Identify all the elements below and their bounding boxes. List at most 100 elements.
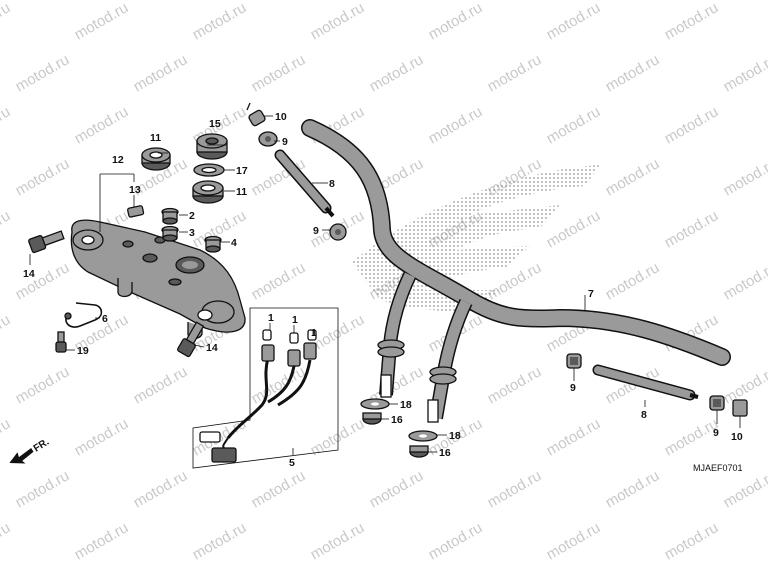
end-cap-10-upper: [246, 102, 266, 127]
harness-box: [192, 307, 339, 469]
watermark-text: motod.ru: [721, 467, 768, 511]
watermark-text: motod.ru: [426, 103, 486, 147]
grommet-3: [161, 225, 179, 242]
callout-labels: 10 9 15 11 17 11 12 13 8 2 3 9 4 14 7 6 …: [23, 111, 743, 469]
callout-1: 1: [311, 327, 317, 339]
callout-18: 18: [449, 430, 461, 442]
watermark-text: motod.ru: [0, 311, 13, 355]
rubber-13: [127, 205, 145, 218]
callout-9: 9: [313, 225, 319, 237]
bearing-11-lower: [192, 180, 224, 204]
watermark-text: motod.ru: [249, 51, 309, 95]
watermark-text: motod.ru: [249, 467, 309, 511]
rubber-9-mid: [329, 223, 347, 241]
callout-1: 1: [268, 312, 274, 324]
callout-12: 12: [112, 154, 124, 166]
washer-17: [193, 163, 225, 177]
watermark-text: motod.ru: [0, 519, 13, 563]
callout-15: 15: [209, 118, 221, 130]
callout-6: 6: [102, 313, 108, 325]
callout-19: 19: [77, 345, 89, 357]
callout-16: 16: [391, 414, 403, 426]
diagram-code: MJAEF0701: [693, 463, 743, 473]
callout-7: 7: [588, 288, 594, 300]
bolt-14-lower: [177, 321, 205, 358]
callout-1: 1: [292, 314, 298, 326]
watermark-text: motod.ru: [0, 0, 13, 43]
watermark-text: motod.ru: [367, 467, 427, 511]
watermark-text: motod.ru: [603, 155, 663, 199]
watermark-text: motod.ru: [0, 207, 13, 251]
watermark-text: motod.ru: [13, 51, 73, 95]
watermark-text: motod.ru: [13, 363, 73, 407]
bearing-11-upper: [141, 147, 171, 171]
callout-18: 18: [400, 399, 412, 411]
callout-3: 3: [189, 227, 195, 239]
front-direction-arrow: FR.: [9, 437, 52, 464]
callout-11: 11: [150, 132, 161, 144]
watermark-text: motod.ru: [721, 259, 768, 303]
callout-5: 5: [289, 457, 295, 469]
grommet-2: [161, 207, 179, 225]
nut-16-right: [409, 445, 429, 458]
watermark-text: motod.ru: [249, 363, 309, 407]
watermark-text: motod.ru: [544, 519, 604, 563]
watermark-text: motod.ru: [485, 363, 545, 407]
watermark-text: motod.ru: [544, 207, 604, 251]
grommet-4: [204, 235, 222, 253]
watermark-text: motod.ru: [485, 51, 545, 95]
watermark-text: motod.ru: [603, 51, 663, 95]
watermark-text: motod.ru: [721, 155, 768, 199]
watermark-text: motod.ru: [426, 519, 486, 563]
watermark-text: motod.ru: [72, 415, 132, 459]
leader-lines: [29, 115, 741, 455]
callout-14: 14: [23, 268, 35, 280]
watermark-text: motod.ru: [662, 103, 722, 147]
rubber-9-upper: [258, 131, 278, 147]
watermark-text: motod.ru: [544, 0, 604, 43]
watermark-text: motod.ru: [308, 519, 368, 563]
callout-11: 11: [236, 186, 247, 198]
watermark-text: motod.ru: [485, 467, 545, 511]
nut-16-left: [362, 412, 382, 425]
rubber-9-right-b: [709, 395, 725, 411]
top-bridge: [70, 219, 246, 340]
watermark-text: motod.ru: [308, 0, 368, 43]
callout-2: 2: [189, 210, 195, 222]
washer-18-right: [408, 430, 438, 442]
callout-4: 4: [231, 237, 237, 249]
watermark-text: motod.ru: [662, 207, 722, 251]
front-direction-label: FR.: [32, 437, 52, 455]
watermark-text: motod.ru: [131, 363, 191, 407]
end-cap-10-right: [732, 399, 748, 417]
watermark-text: motod.ru: [603, 467, 663, 511]
watermark-text: motod.ru: [544, 103, 604, 147]
riser-left: [377, 271, 417, 398]
nut-15: [196, 133, 228, 160]
watermark-text: motod.ru: [131, 467, 191, 511]
watermark-text: motod.ru: [131, 51, 191, 95]
watermark-text: motod.ru: [13, 259, 73, 303]
watermark-text: motod.ru: [13, 155, 73, 199]
handlebar: [301, 119, 731, 366]
rubber-9-right-a: [566, 353, 582, 369]
watermark-text: motod.ru: [190, 0, 250, 43]
watermark-text: motod.ru: [721, 51, 768, 95]
callout-9: 9: [282, 136, 288, 148]
watermark-text: motod.ru: [544, 415, 604, 459]
bolt-19: [55, 331, 67, 353]
watermark-text: motod.ru: [367, 51, 427, 95]
callout-8: 8: [329, 178, 335, 190]
watermark-text: motod.ru: [603, 259, 663, 303]
wire-clamp-6: [65, 302, 103, 328]
watermark-text: motod.ru: [190, 519, 250, 563]
watermark-text: motod.ru: [249, 259, 309, 303]
callout-10: 10: [731, 431, 743, 443]
callout-9: 9: [570, 382, 576, 394]
watermark-text: motod.ru: [13, 467, 73, 511]
bolt-14-left: [28, 230, 65, 254]
watermark-text: motod.ru: [662, 519, 722, 563]
callout-8: 8: [641, 409, 647, 421]
